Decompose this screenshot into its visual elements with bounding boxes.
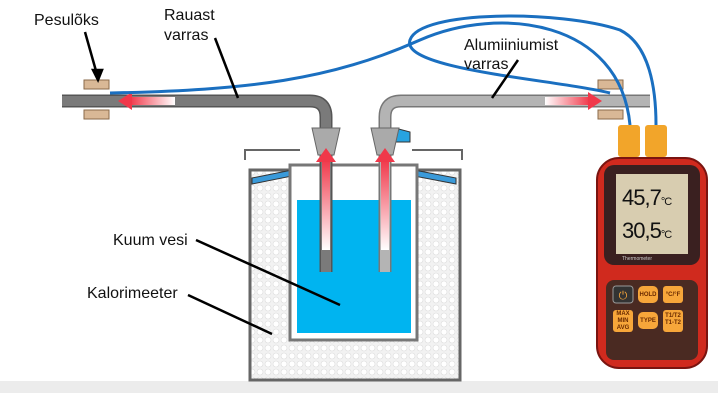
hot-water bbox=[297, 200, 411, 333]
label-hot-water: Kuum vesi bbox=[113, 232, 188, 249]
type-button[interactable]: TYPE bbox=[640, 318, 656, 324]
label-alu-rod-2: varras bbox=[464, 56, 509, 73]
calorimeter bbox=[244, 127, 463, 382]
wire-2 bbox=[408, 14, 658, 126]
hold-button[interactable]: HOLD bbox=[639, 292, 657, 298]
svg-text:⏻: ⏻ bbox=[619, 290, 628, 302]
label-calorimeter: Kalorimeeter bbox=[87, 285, 178, 302]
thermometer: ⏻ bbox=[596, 125, 708, 369]
label-iron-rod-2: varras bbox=[164, 27, 209, 44]
bottom-bar bbox=[0, 381, 718, 393]
label-clamp: Pesulõks bbox=[34, 12, 99, 29]
reading-t1: 45,7°C bbox=[622, 185, 672, 210]
heat-arrow-right bbox=[545, 97, 590, 105]
max-min-avg-button[interactable]: MAX MIN AVG bbox=[616, 311, 630, 331]
heat-arrow-left bbox=[130, 97, 175, 105]
wire-1 bbox=[109, 21, 632, 126]
reading-t2: 30,5°C bbox=[622, 218, 672, 243]
thermometer-brand: Thermometer bbox=[622, 256, 653, 262]
aluminium-rod bbox=[370, 94, 650, 272]
label-iron-rod-1: Rauast bbox=[164, 7, 215, 24]
heat-arrow-up-left bbox=[322, 160, 330, 250]
unit-button[interactable]: °C/°F bbox=[665, 292, 681, 298]
heat-arrow-up-right bbox=[381, 160, 389, 250]
t1-t2-button[interactable]: T1/T2 T1-T2 bbox=[664, 313, 681, 326]
label-alu-rod-1: Alumiiniumist bbox=[464, 37, 559, 54]
clamp-left bbox=[83, 79, 110, 120]
iron-rod bbox=[62, 94, 341, 272]
clamp-right bbox=[597, 79, 624, 120]
